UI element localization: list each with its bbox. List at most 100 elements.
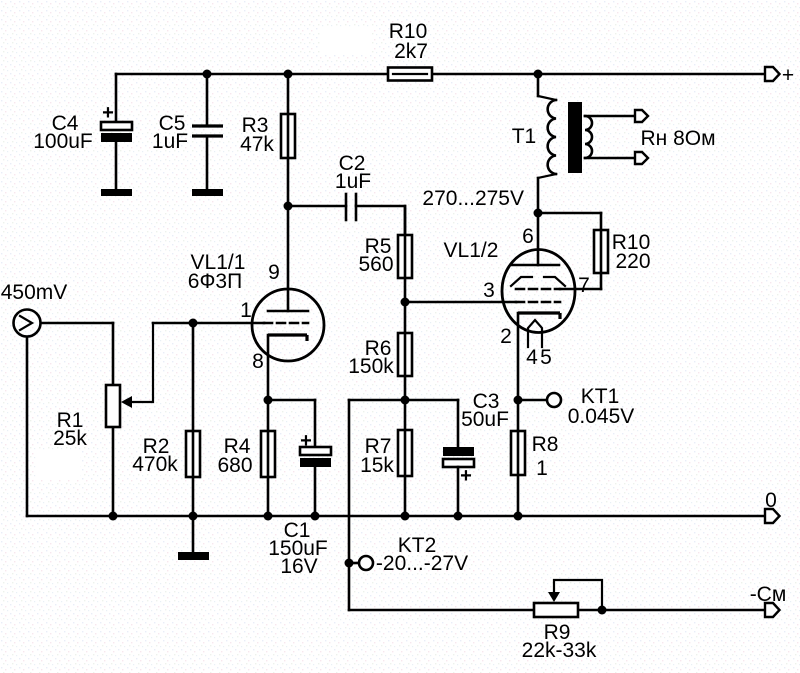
beam-plate-right-icon: [542, 275, 567, 288]
c1-value: 150uF: [268, 537, 328, 560]
r2-value: 470k: [132, 453, 178, 476]
vl12-pin-grid: 3: [483, 279, 495, 302]
kt1-value: 0.045V: [568, 405, 635, 428]
terminal-bias-icon: [763, 601, 782, 619]
primary-winding-icon: [546, 98, 558, 176]
plate-supply-rail: [114, 66, 767, 82]
terminal-plus-icon: [763, 65, 782, 83]
r6-name: R6: [365, 337, 392, 360]
r10-screen-name: R10: [612, 231, 651, 254]
speaker-terminal-bottom-icon: [633, 150, 650, 166]
r8-name: R8: [532, 433, 559, 456]
vl12-pin-cathode: 2: [500, 325, 512, 348]
tube-vl1-1: [250, 204, 326, 402]
r3-value: 47k: [240, 133, 274, 156]
vl12-pin-anode: 6: [522, 225, 534, 248]
c4-value: 100uF: [33, 130, 93, 153]
secondary-winding-icon: [583, 114, 594, 160]
r7-value: 15k: [360, 454, 394, 477]
r1-name: R1: [57, 409, 84, 432]
r10-anode-value: 2k7: [394, 40, 428, 63]
terminal-plus-label: +: [782, 64, 794, 87]
test-point-kt1: [516, 391, 563, 409]
kt1-name: KT1: [581, 385, 620, 408]
test-point-kt2-icon: [357, 554, 375, 572]
t1-name: T1: [512, 125, 537, 148]
input-level-label: 450mV: [1, 281, 68, 304]
potentiometer-r9: [532, 578, 604, 619]
r3-name: R3: [242, 114, 269, 137]
generator-arrow-icon: [18, 314, 35, 332]
labels: C4 100uF + C5 1uF R3 47k R10 2k7 + T1 Rн…: [1, 20, 794, 662]
r6-value: 150k: [348, 355, 394, 378]
capacitor-c1: [266, 398, 333, 518]
vl11-pin-cathode: 8: [252, 350, 264, 373]
c1-name: C1: [284, 519, 311, 542]
resistor-r2: [178, 321, 209, 560]
beam-plate-left-icon: [509, 275, 534, 288]
c4-polarity: +: [102, 102, 114, 124]
r7-name: R7: [365, 435, 392, 458]
resistor-r7: [396, 398, 414, 518]
signal-source: [12, 308, 115, 518]
vl12-pin-screen: 7: [578, 274, 590, 297]
vl12-pin-heater-left: 4: [526, 346, 538, 369]
c4-name: C4: [52, 112, 79, 135]
vl12-name: VL1/2: [444, 239, 499, 262]
terminal-zero-icon: [763, 507, 782, 525]
tube-vl1-2: [500, 211, 577, 402]
r5-name: R5: [365, 235, 392, 258]
r10-anode-name: R10: [389, 20, 428, 43]
wiper-arrow-icon: [548, 592, 560, 602]
c1-polarity: +: [300, 430, 312, 452]
white-patch-left: [37, 450, 80, 480]
vl11-pin-grid: 1: [240, 299, 252, 322]
c3-name: C3: [473, 390, 500, 413]
tube-envelope-icon: [500, 248, 577, 334]
c2-name: C2: [339, 152, 366, 175]
r1-value: 25k: [53, 427, 87, 450]
white-patch-top: [320, 28, 372, 55]
resistor-r10-screen: [536, 211, 610, 291]
r2-name: R2: [143, 435, 170, 458]
resistor-r3: [279, 72, 297, 208]
ground-icon: [192, 189, 223, 196]
vl11-pin-anode: 9: [268, 261, 280, 284]
resistor-r8: [509, 398, 527, 518]
anode-voltage-label: 270...275V: [422, 187, 524, 210]
r8-value: 1: [536, 457, 548, 480]
capacitor-c4: [99, 72, 134, 196]
terminal-zero-label: 0: [765, 489, 777, 512]
r4-name: R4: [224, 435, 251, 458]
r10-screen-value: 220: [615, 250, 650, 273]
ground-icon: [101, 189, 132, 196]
r5-value: 560: [358, 253, 393, 276]
test-point-kt1-icon: [545, 391, 563, 409]
r9-value: 22k-33k: [522, 639, 597, 662]
heater-icon: [526, 318, 544, 349]
c3-polarity: +: [460, 465, 472, 487]
vl11-name: VL1/1: [191, 251, 246, 274]
vl11-type: 6Ф3П: [188, 270, 242, 293]
vl12-pin-heater-right: 5: [540, 346, 552, 369]
load-label: Rн 8Ом: [640, 127, 715, 150]
r9-name: R9: [544, 621, 571, 644]
speaker-terminal-top-icon: [633, 108, 650, 124]
c5-value: 1uF: [152, 130, 188, 153]
kt2-name: KT2: [398, 534, 437, 557]
core-icon: [568, 102, 582, 173]
resistor-r4: [259, 398, 277, 518]
tube-envelope-icon: [250, 287, 326, 363]
potentiometer-r1: [104, 321, 266, 518]
capacitor-c5: [192, 72, 223, 196]
ground-icon: [178, 552, 209, 560]
kt2-value: -20...-27V: [376, 552, 468, 575]
c2-value: 1uF: [335, 170, 371, 193]
capacitor-c3: [441, 398, 476, 518]
terminal-bias-label: -См: [750, 583, 787, 606]
transformer-t1: [536, 72, 650, 215]
junction-dots: [108, 69, 607, 615]
c5-name: C5: [159, 112, 186, 135]
